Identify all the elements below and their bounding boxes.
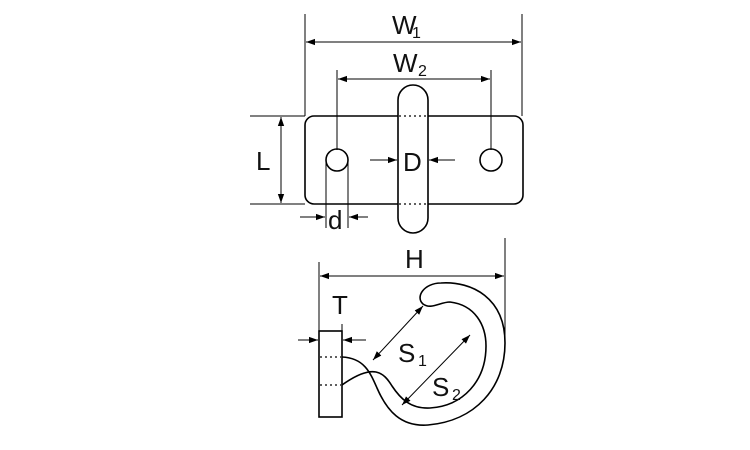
side-view: [318, 282, 506, 426]
mounting-hole-right: [479, 148, 503, 172]
extension-lines-top: [250, 14, 523, 228]
s2-label: S: [432, 372, 449, 402]
w2-subscript: 2: [418, 63, 427, 80]
w2-label: W: [393, 48, 418, 78]
w1-subscript: 1: [412, 25, 421, 42]
mounting-hole-left: [325, 148, 349, 172]
dimension-s2: S 2: [401, 334, 471, 406]
lower-d-label: d: [328, 205, 342, 235]
h-label: H: [405, 244, 424, 274]
base-plate-side: [318, 330, 343, 418]
l-label: L: [256, 146, 270, 176]
extension-lines-side: [318, 238, 506, 343]
t-label: T: [332, 290, 348, 320]
dimension-t: T: [298, 290, 366, 344]
dimension-upper-d: D: [370, 147, 455, 177]
dimension-l: L: [256, 117, 285, 203]
hook-outline: [341, 282, 506, 426]
dimension-h: H: [320, 244, 504, 280]
dimension-lower-d: d: [300, 205, 368, 235]
s1-subscript: 1: [418, 353, 427, 370]
s2-subscript: 2: [452, 387, 461, 404]
dimension-w2: W 2: [338, 48, 490, 83]
dimension-s1: S 1: [372, 305, 427, 370]
w1-label: W: [392, 10, 417, 40]
dimension-w1: W 1: [306, 10, 521, 46]
s1-label: S: [398, 338, 415, 368]
upper-d-label: D: [403, 147, 422, 177]
